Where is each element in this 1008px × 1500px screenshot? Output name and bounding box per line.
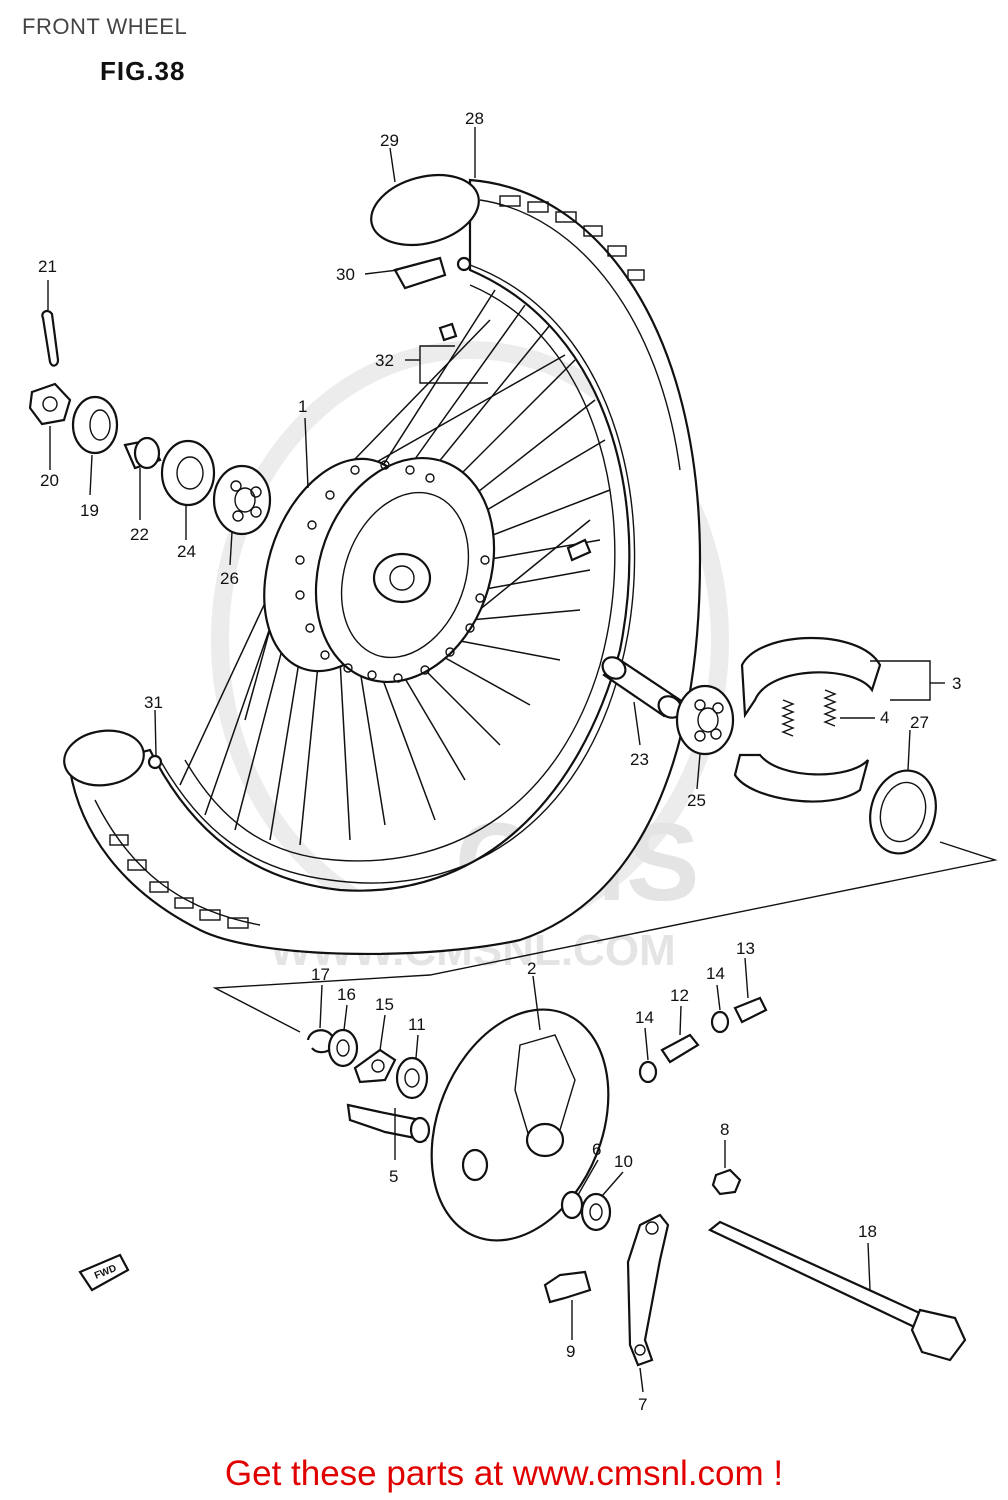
callout-12: 12 bbox=[670, 986, 689, 1005]
callout-20: 20 bbox=[40, 471, 59, 490]
leader-lines bbox=[47, 127, 945, 1393]
callout-7: 7 bbox=[638, 1395, 647, 1414]
callout-4: 4 bbox=[880, 708, 889, 727]
callout-29: 29 bbox=[380, 131, 399, 150]
callout-22: 22 bbox=[130, 525, 149, 544]
callout-3: 3 bbox=[952, 674, 961, 693]
callout-23: 23 bbox=[630, 750, 649, 769]
callout-18: 18 bbox=[858, 1222, 877, 1241]
callout-24: 24 bbox=[177, 542, 196, 561]
left-parts bbox=[28, 309, 458, 536]
callout-6: 6 bbox=[592, 1140, 601, 1159]
callout-10: 10 bbox=[614, 1152, 633, 1171]
callout-27: 27 bbox=[910, 713, 929, 732]
callout-21: 21 bbox=[38, 257, 57, 276]
section-title: FRONT WHEEL bbox=[22, 14, 188, 39]
callout-14b: 14 bbox=[635, 1008, 654, 1027]
callout-11: 11 bbox=[408, 1015, 426, 1034]
callout-31: 31 bbox=[144, 693, 163, 712]
callout-32: 32 bbox=[375, 351, 394, 370]
callout-1: 1 bbox=[298, 397, 307, 416]
callout-28: 28 bbox=[465, 109, 484, 128]
callout-19: 19 bbox=[80, 501, 99, 520]
wheel-assembly bbox=[63, 173, 702, 955]
right-parts bbox=[601, 636, 937, 855]
callout-16: 16 bbox=[337, 985, 356, 1004]
brake-panel-assembly: FWD bbox=[78, 996, 967, 1367]
group-separator bbox=[212, 841, 998, 1033]
callout-26: 26 bbox=[220, 569, 239, 588]
footer-link-text[interactable]: Get these parts at www.cmsnl.com ! bbox=[224, 1454, 784, 1493]
callout-5: 5 bbox=[389, 1167, 398, 1186]
callouts: 1 2 3 4 5 6 7 8 9 10 11 12 13 14 14 15 1… bbox=[38, 109, 961, 1414]
callout-30: 30 bbox=[336, 265, 355, 284]
figure-label: FIG.38 bbox=[100, 56, 186, 86]
callout-9: 9 bbox=[566, 1342, 575, 1361]
callout-13: 13 bbox=[736, 939, 755, 958]
callout-15: 15 bbox=[375, 995, 394, 1014]
callout-2: 2 bbox=[527, 959, 536, 978]
callout-8: 8 bbox=[720, 1120, 729, 1139]
callout-25: 25 bbox=[687, 791, 706, 810]
callout-14a: 14 bbox=[706, 964, 725, 983]
callout-17: 17 bbox=[311, 965, 330, 984]
